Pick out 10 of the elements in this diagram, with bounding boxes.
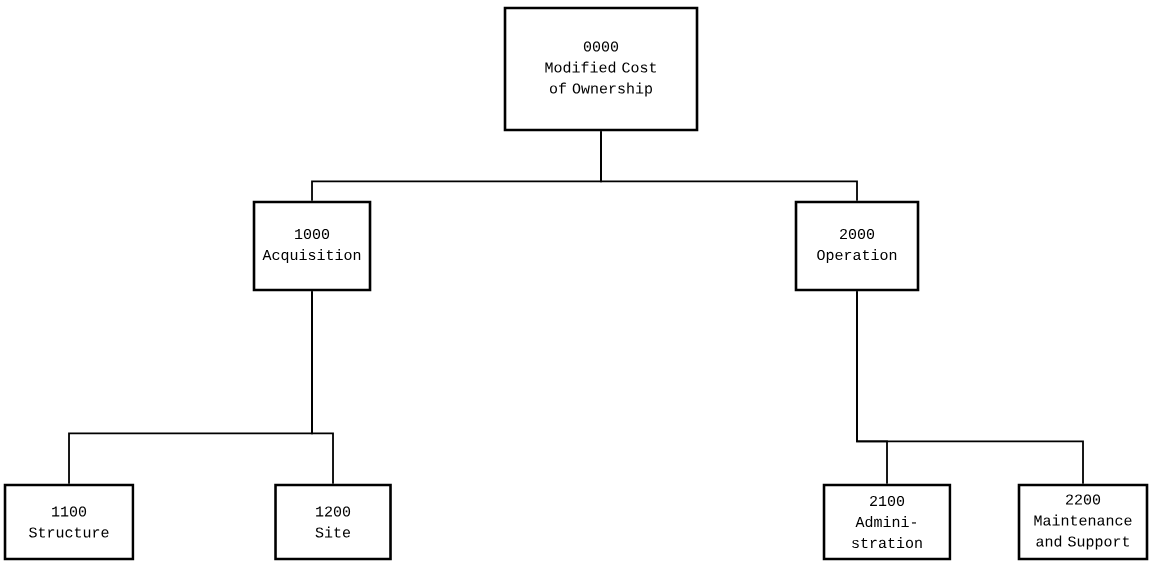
hierarchy-box: 0000 Modified Cost of Ownership [503,6,699,132]
hierarchy-box: 2000 Operation [794,200,920,292]
hierarchy-box: 1100 Structure [3,483,135,561]
connector-line [856,290,1084,485]
hierarchy-box: 1200 Site [274,483,392,561]
connector-line [311,290,334,485]
connector-line [600,130,858,202]
hierarchy-box: 2100 Admini- stration [822,483,952,561]
hierarchy-box: 2200 Maintenance and Support [1017,483,1149,561]
hierarchy-box: 1000 Acquisition [252,200,372,292]
